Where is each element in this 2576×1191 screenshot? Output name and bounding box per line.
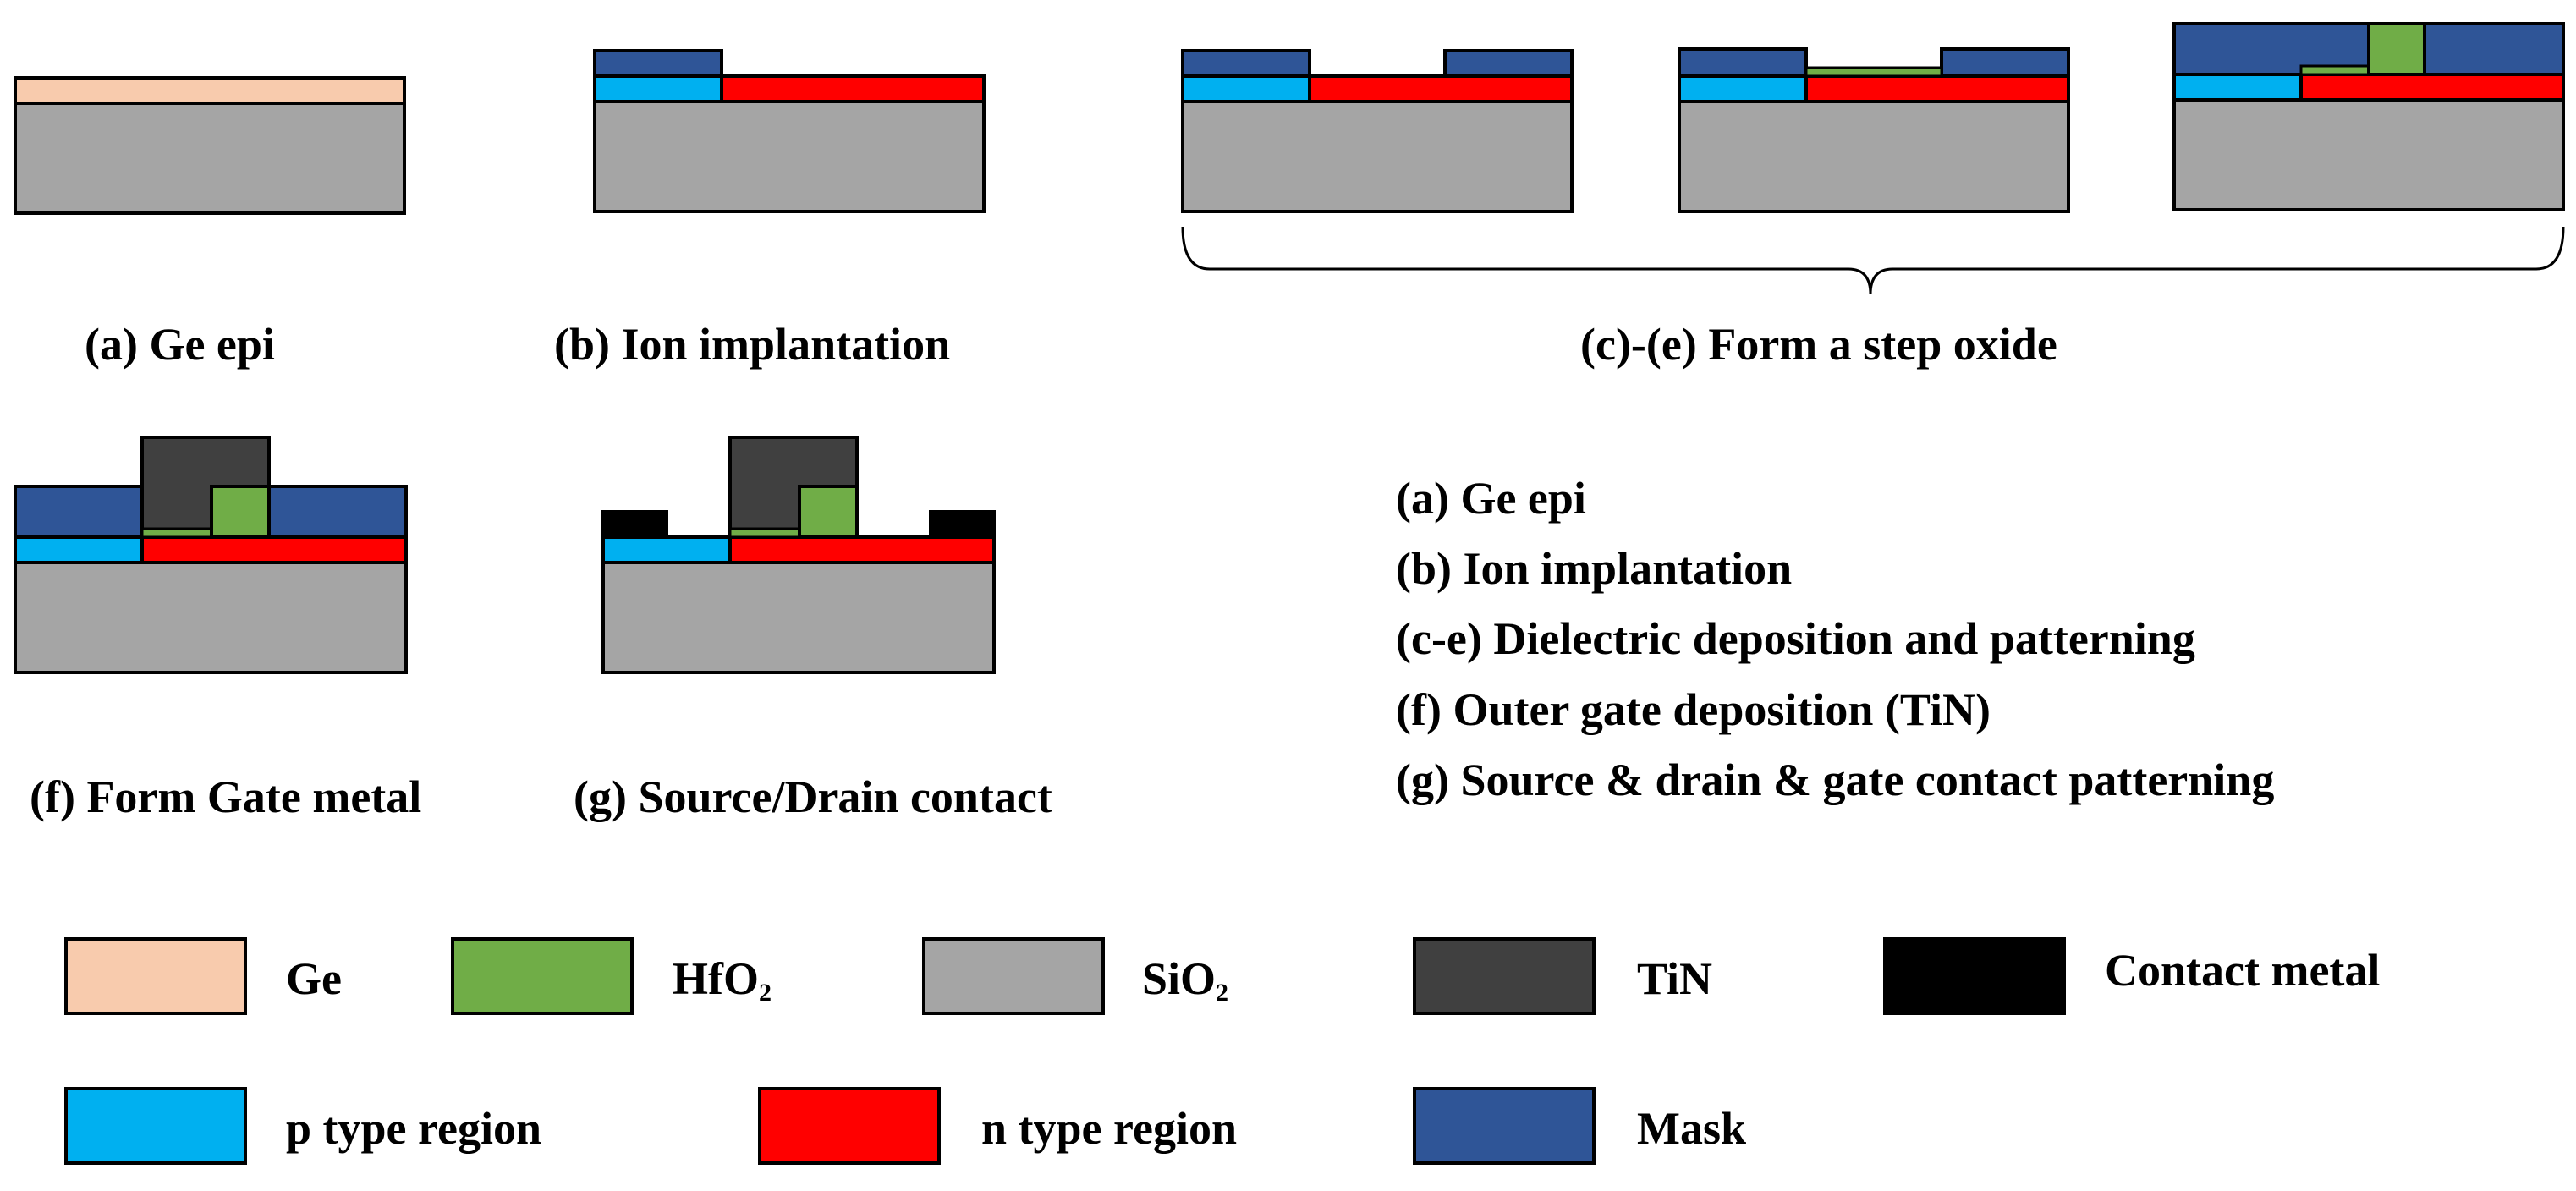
panel-d-sio2 [1678, 100, 2070, 213]
panel-d-mask-right [1940, 47, 2070, 78]
panel-f-sio2 [14, 561, 408, 674]
panel-c-sio2 [1181, 100, 1574, 213]
panel-f-mask-right [267, 485, 408, 539]
process-step-list: (a) Ge epi (b) Ion implantation (c-e) Di… [1396, 473, 2274, 805]
panel-b-sio2 [593, 100, 986, 213]
panel-f-hfo2-thin [140, 527, 213, 539]
legend: Ge HfO2 SiO2 TiN Contact metal p type re… [64, 937, 2380, 1165]
legend-swatch-hfo2 [451, 937, 634, 1015]
caption-c-e: (c)-(e) Form a step oxide [1580, 319, 2057, 370]
step-item: (a) Ge epi [1396, 473, 1586, 524]
panel-e-sio2 [2172, 98, 2565, 211]
panel-f-hfo2-pillar [210, 485, 271, 539]
caption-b: (b) Ion implantation [554, 319, 950, 370]
panel-g [601, 436, 996, 674]
panel-c-p-region [1181, 74, 1311, 103]
step-item: (f) Outer gate deposition (TiN) [1396, 684, 1991, 735]
panel-f-mask-left [14, 485, 144, 539]
legend-swatch-ge [64, 937, 247, 1015]
legend-swatch-n-type [758, 1087, 941, 1165]
panel-e-hfo2-thin [2299, 64, 2370, 76]
panel-f [14, 436, 408, 674]
legend-label-hfo2: HfO2 [673, 953, 772, 1007]
panel-a [14, 76, 406, 215]
legend-label-contact: Contact metal [2105, 945, 2380, 996]
panel-e [2172, 22, 2565, 211]
legend-swatch-tin [1413, 937, 1596, 1015]
panel-e-p-region [2172, 73, 2303, 102]
panel-f-p-region [14, 535, 144, 564]
legend-label-ge: Ge [286, 953, 342, 1004]
legend-label-n-type: n type region [981, 1103, 1237, 1154]
panel-c [1181, 49, 1574, 213]
panel-a-sio2 [14, 102, 406, 215]
step-item: (c-e) Dielectric deposition and patterni… [1396, 613, 2195, 664]
panel-g-n-region [728, 535, 996, 564]
panel-d-p-region [1678, 74, 1808, 103]
legend-swatch-mask [1413, 1087, 1596, 1165]
caption-g: (g) Source/Drain contact [574, 771, 1052, 822]
step-item: (g) Source & drain & gate contact patter… [1396, 755, 2274, 805]
caption-a: (a) Ge epi [85, 319, 275, 370]
panel-f-n-region [140, 535, 408, 564]
panel-g-hfo2-thin [728, 527, 801, 539]
step-item: (b) Ion implantation [1396, 543, 1792, 594]
panel-b-n-region [720, 74, 986, 103]
panel-e-n-region [2299, 73, 2565, 102]
panel-d-mask-left [1678, 47, 1808, 78]
panel-g-p-region [601, 535, 732, 564]
panel-d [1678, 47, 2070, 213]
legend-label-p-type: p type region [286, 1103, 541, 1154]
legend-swatch-p-type [64, 1087, 247, 1165]
panel-b [593, 49, 986, 213]
c-e-brace [1181, 226, 2565, 295]
legend-label-tin: TiN [1637, 953, 1712, 1004]
panel-g-hfo2-pillar [798, 485, 859, 539]
panel-e-hfo2-pillar [2367, 22, 2426, 76]
legend-label-mask: Mask [1637, 1103, 1746, 1154]
panel-c-mask-left [1181, 49, 1311, 78]
panel-d-n-region [1804, 74, 2070, 103]
legend-swatch-contact [1883, 937, 2066, 1015]
legend-label-sio2: SiO2 [1142, 953, 1228, 1007]
panel-c-mask-right [1443, 49, 1574, 78]
panel-b-mask [593, 49, 723, 78]
panel-g-drain-contact [929, 510, 996, 539]
panel-d-hfo2-film [1804, 66, 1943, 78]
caption-f: (f) Form Gate metal [30, 771, 421, 822]
panel-g-sio2 [601, 561, 996, 674]
panel-c-n-region [1308, 74, 1574, 103]
panel-b-p-region [593, 74, 723, 103]
panel-a-ge-layer [14, 76, 406, 105]
legend-swatch-sio2 [922, 937, 1105, 1015]
panel-g-source-contact [601, 510, 668, 539]
